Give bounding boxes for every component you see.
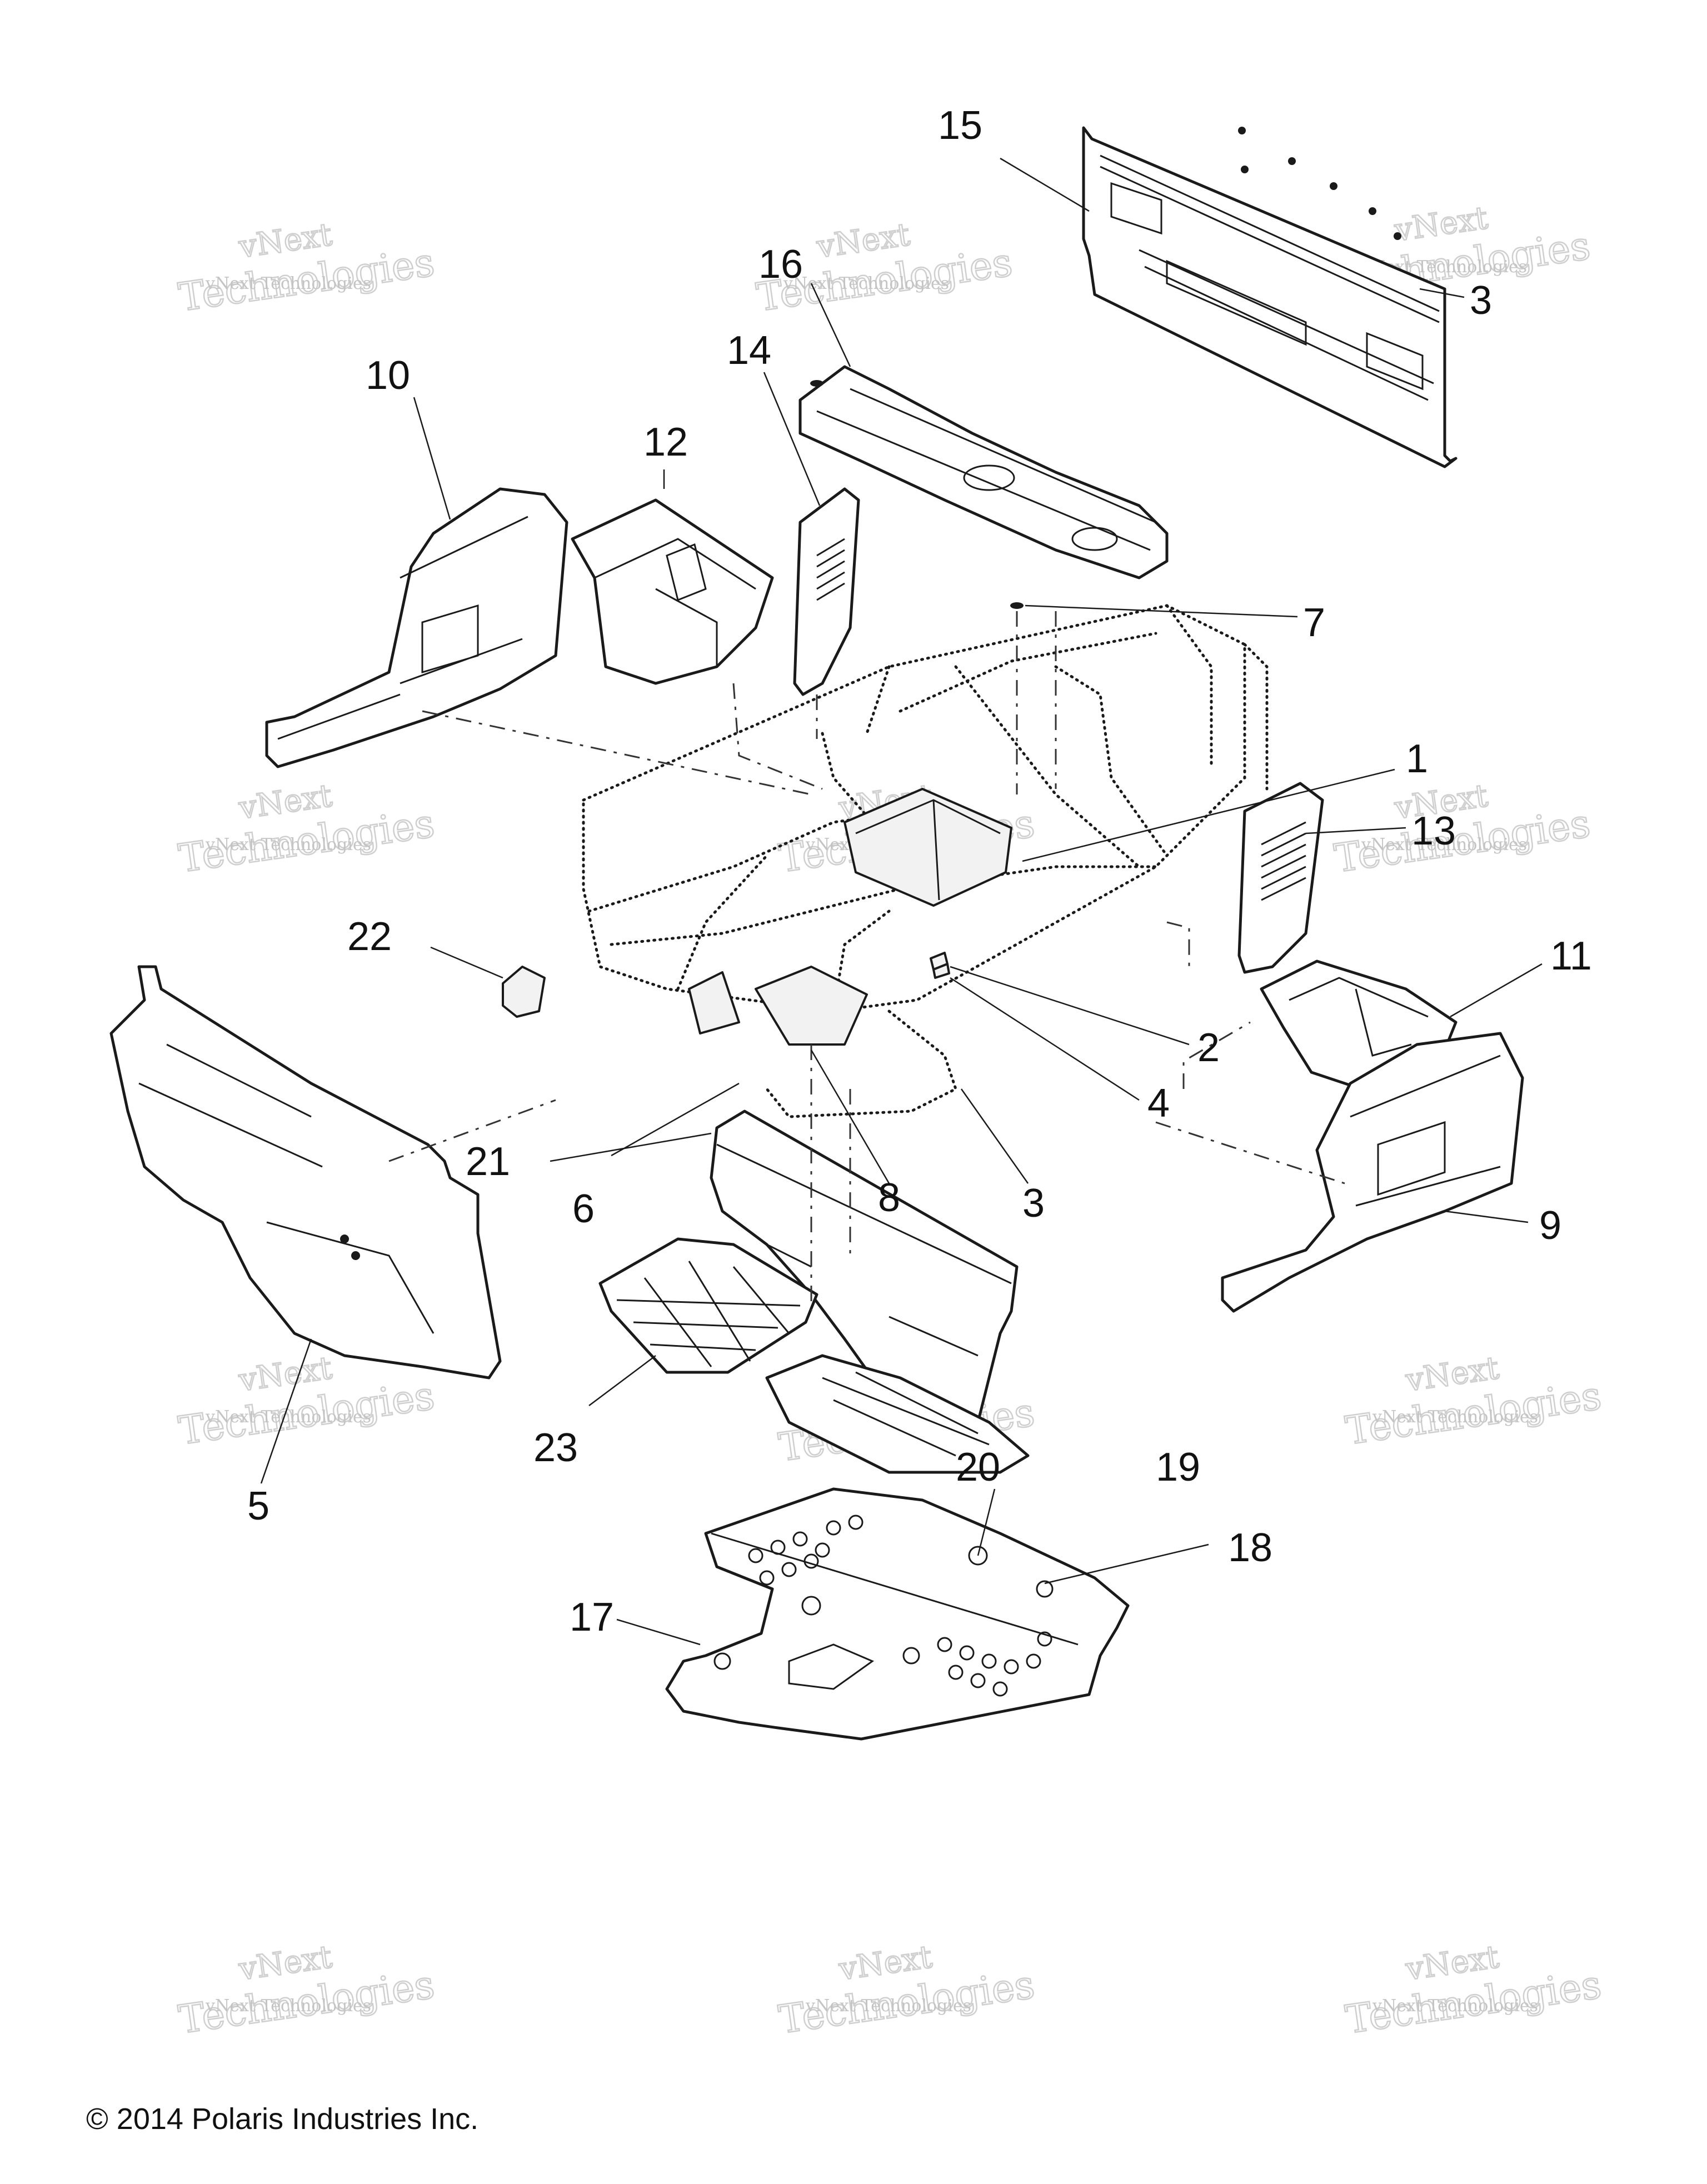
callout-23: 23 — [533, 1426, 578, 1470]
callout-7: 7 — [1303, 601, 1325, 645]
svg-text:vNext Technologies: vNext Technologies — [783, 274, 949, 293]
part-13-right-vent — [1237, 782, 1324, 974]
watermark: Technologies vNext vNext Technologies — [175, 1350, 438, 1455]
leader-18 — [1044, 1543, 1209, 1585]
leader-8 — [810, 1049, 890, 1184]
svg-text:vNext Technologies: vNext Technologies — [205, 835, 371, 854]
watermark: Technologies vNext vNext Technologies — [775, 1938, 1038, 2043]
callout-22: 22 — [347, 914, 392, 959]
part-16-crossmember-panel — [798, 365, 1169, 579]
leader-17 — [616, 1618, 701, 1646]
part-8-floor-seat-base — [710, 1110, 1030, 1474]
leader-6 — [611, 1082, 740, 1157]
callouts: 15 3 16 12 14 10 7 1 13 11 22 2 4 21 6 8… — [247, 103, 1592, 1640]
fastener-icon — [1330, 182, 1337, 190]
watermark: Technologies vNext vNext Technologies — [1342, 1350, 1605, 1455]
part-12-left-storage-bin — [571, 498, 774, 685]
leader-2 — [950, 966, 1190, 1046]
callout-6: 6 — [572, 1187, 595, 1231]
leader-14 — [763, 372, 821, 506]
leader-3a — [1419, 288, 1465, 298]
callout-2: 2 — [1197, 1026, 1220, 1070]
watermark: Technologies vNext vNext Technologies — [175, 777, 438, 882]
fastener-icon — [1288, 157, 1296, 165]
fastener-icon — [810, 380, 823, 387]
fastener-icon — [1369, 207, 1376, 215]
assembly-lines — [388, 611, 1345, 1311]
part-23-floor-tray — [598, 1237, 818, 1374]
leader-11 — [1450, 963, 1543, 1018]
fastener-icon — [1238, 127, 1246, 134]
callout-5: 5 — [247, 1484, 269, 1528]
callout-17: 17 — [570, 1595, 614, 1640]
part-14-left-vent — [793, 380, 860, 696]
callout-3: 3 — [1470, 278, 1492, 323]
copyright-text: © 2014 Polaris Industries Inc. — [86, 2102, 478, 2136]
leader-15 — [1000, 157, 1090, 212]
callout-4: 4 — [1147, 1081, 1170, 1126]
leader-16 — [810, 283, 851, 367]
leader-13 — [1305, 827, 1406, 834]
callout-9: 9 — [1539, 1203, 1561, 1248]
callout-8: 8 — [878, 1176, 900, 1220]
hole-icon — [340, 1235, 349, 1243]
callout-16: 16 — [758, 242, 803, 287]
svg-text:vNext Technologies: vNext Technologies — [1372, 1996, 1538, 2016]
fastener-icon — [1394, 232, 1401, 240]
watermark: Technologies vNext vNext Technologies — [175, 216, 438, 321]
callout-3: 3 — [1022, 1181, 1045, 1226]
part-9-right-side-panel — [1221, 1032, 1524, 1313]
fastener-7-icon — [1010, 602, 1024, 609]
watermark: Technologies vNext vNext Technologies — [1342, 1938, 1605, 2043]
callout-18: 18 — [1228, 1526, 1272, 1570]
part-10-left-side-panel — [265, 487, 568, 768]
callout-20: 20 — [956, 1445, 1000, 1490]
leader-5 — [260, 1338, 312, 1484]
skid-plate-holes — [713, 1515, 1054, 1697]
leader-10 — [413, 397, 451, 520]
callout-12: 12 — [643, 420, 688, 464]
part-17-skid-plate — [665, 1487, 1130, 1741]
callout-13: 13 — [1411, 809, 1456, 853]
svg-text:vNext Technologies: vNext Technologies — [1361, 835, 1527, 854]
leader-20 — [977, 1488, 996, 1556]
svg-text:vNext Technologies: vNext Technologies — [805, 1996, 971, 2016]
leader-7 — [1025, 604, 1298, 618]
leader-4 — [950, 977, 1140, 1101]
leader-lines — [260, 157, 1543, 1646]
callout-10: 10 — [366, 353, 410, 398]
fastener-4-icon — [932, 963, 950, 979]
leader-1 — [1022, 768, 1395, 862]
hole-icon — [351, 1251, 360, 1260]
leader-22 — [430, 946, 503, 979]
svg-text:vNext Technologies: vNext Technologies — [1372, 1407, 1538, 1427]
svg-text:vNext Technologies: vNext Technologies — [205, 1996, 371, 2016]
part-15-rear-panel — [1082, 126, 1458, 468]
svg-text:vNext Technologies: vNext Technologies — [205, 274, 371, 293]
leader-9 — [1444, 1210, 1529, 1223]
leader-23 — [588, 1355, 656, 1406]
fastener-icon — [1241, 166, 1249, 173]
leader-21 — [550, 1132, 712, 1162]
callout-11: 11 — [1550, 934, 1592, 978]
part-22-bracket — [502, 966, 546, 1018]
callout-14: 14 — [727, 328, 771, 373]
part-5-left-dash-panel — [109, 965, 502, 1380]
leader-3b — [960, 1088, 1029, 1184]
callout-1: 1 — [1406, 737, 1428, 781]
svg-text:vNext Technologies: vNext Technologies — [205, 1407, 371, 1427]
callout-15: 15 — [938, 103, 982, 148]
callout-19: 19 — [1156, 1445, 1200, 1490]
part-1-frame — [582, 604, 1269, 1118]
callout-21: 21 — [466, 1140, 510, 1184]
watermark: Technologies vNext vNext Technologies — [175, 1938, 438, 2043]
